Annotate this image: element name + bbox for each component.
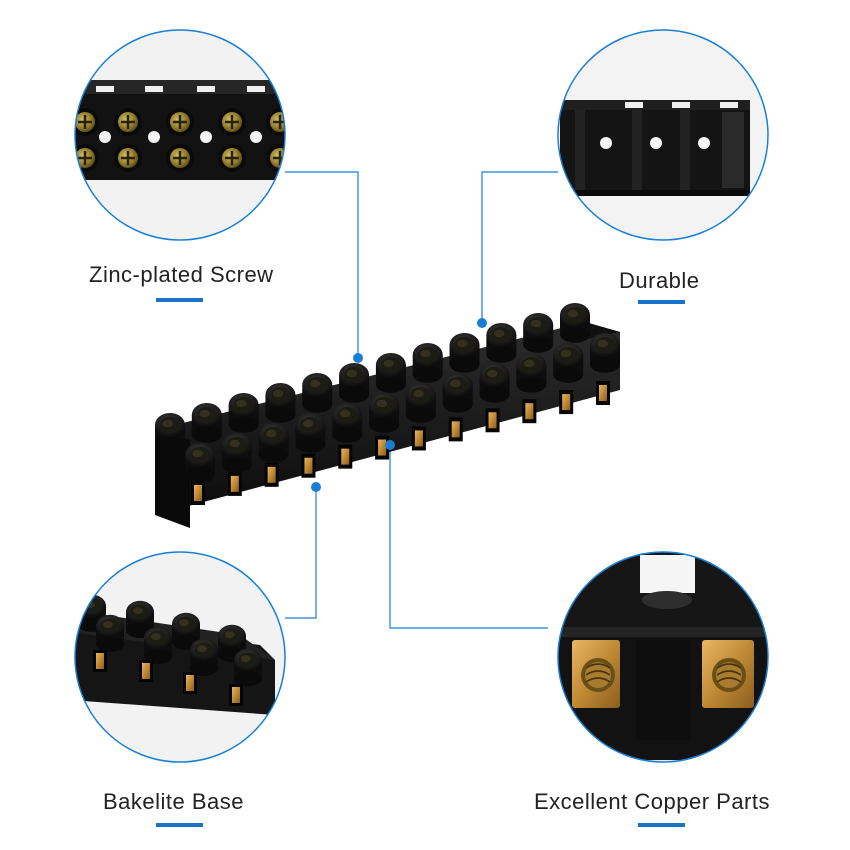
zoom-circle-copper-parts (557, 551, 769, 763)
screw-boss (479, 363, 510, 403)
label-bakelite-base: Bakelite Base (103, 789, 245, 814)
zoom-circle-zinc-screw (74, 29, 286, 241)
zinc-screw-detail (75, 86, 285, 172)
screw-boss (486, 323, 517, 363)
label-underline-durable (638, 300, 685, 304)
callout-line-durable (481, 171, 558, 323)
callout-lines (285, 171, 558, 629)
block-left-end (155, 430, 190, 528)
copper-window (596, 381, 610, 405)
screw-boss (442, 373, 473, 413)
screw-boss (449, 333, 480, 373)
copper-window (264, 462, 279, 487)
back-row-screw-bosses (155, 303, 590, 453)
terminal-block (155, 303, 620, 528)
screw-boss (516, 353, 547, 393)
copper-window (301, 453, 316, 478)
callout-dots (311, 318, 487, 492)
label-zinc-plated-screw: Zinc-plated Screw (89, 262, 274, 287)
copper-window (411, 426, 426, 451)
label-underline-zinc (156, 298, 203, 302)
copper-window (183, 672, 197, 694)
screw-boss (405, 383, 436, 423)
zinc-screw (114, 108, 142, 136)
bakelite-base-detail (78, 594, 262, 706)
zinc-screw (266, 144, 285, 172)
screw-boss (523, 313, 554, 353)
screw-boss (221, 433, 252, 473)
screw-boss (332, 403, 363, 443)
zoom-circle-durable (557, 29, 769, 241)
callout-dot-copper (385, 440, 395, 450)
copper-windows (191, 381, 610, 505)
copper-window (448, 417, 463, 442)
copper-window (229, 684, 243, 706)
zinc-screw (218, 144, 246, 172)
label-excellent-copper-parts: Excellent Copper Parts (534, 789, 770, 814)
callout-line-zinc (285, 171, 359, 358)
screw-boss (302, 373, 333, 413)
screw-boss (295, 413, 326, 453)
label-underline-bakelite (156, 823, 203, 827)
callout-line-bakelite (285, 487, 317, 619)
screw-boss (339, 363, 370, 403)
callout-dot-bakelite (311, 482, 321, 492)
screw-boss (234, 648, 262, 686)
screw-boss (590, 333, 620, 373)
screw-boss (258, 423, 289, 463)
copper-window (227, 471, 242, 496)
zoom-circle-bakelite-base (74, 551, 286, 763)
label-underline-copper (638, 823, 685, 827)
screw-boss (144, 626, 172, 664)
screw-boss (191, 403, 222, 443)
label-durable: Durable (619, 268, 700, 293)
screw-boss (553, 343, 584, 383)
screw-boss (228, 393, 259, 433)
front-row-screw-bosses (185, 333, 620, 483)
copper-window (139, 660, 153, 682)
zinc-screw (166, 144, 194, 172)
copper-window (191, 481, 205, 505)
screw-boss (185, 443, 215, 483)
screw-boss (155, 413, 185, 453)
copper-window (559, 390, 574, 415)
screw-boss (96, 614, 124, 652)
screw-boss (412, 343, 443, 383)
screw-boss (369, 393, 400, 433)
screw-boss (172, 612, 200, 650)
zinc-screw (75, 108, 99, 136)
screw-boss (190, 638, 218, 676)
zinc-screw (114, 144, 142, 172)
zinc-screw (266, 108, 285, 136)
copper-window (485, 408, 500, 433)
copper-window (338, 444, 353, 469)
copper-window (375, 435, 390, 460)
copper-window (93, 650, 107, 672)
zinc-screw (75, 144, 99, 172)
copper-window (522, 399, 537, 424)
callout-line-copper (389, 445, 548, 629)
callout-dot-durable (477, 318, 487, 328)
zinc-screw (218, 108, 246, 136)
zinc-screw (166, 108, 194, 136)
callout-dot-zinc (353, 353, 363, 363)
screw-boss (560, 303, 590, 343)
screw-boss (375, 353, 406, 393)
screw-boss (265, 383, 296, 423)
